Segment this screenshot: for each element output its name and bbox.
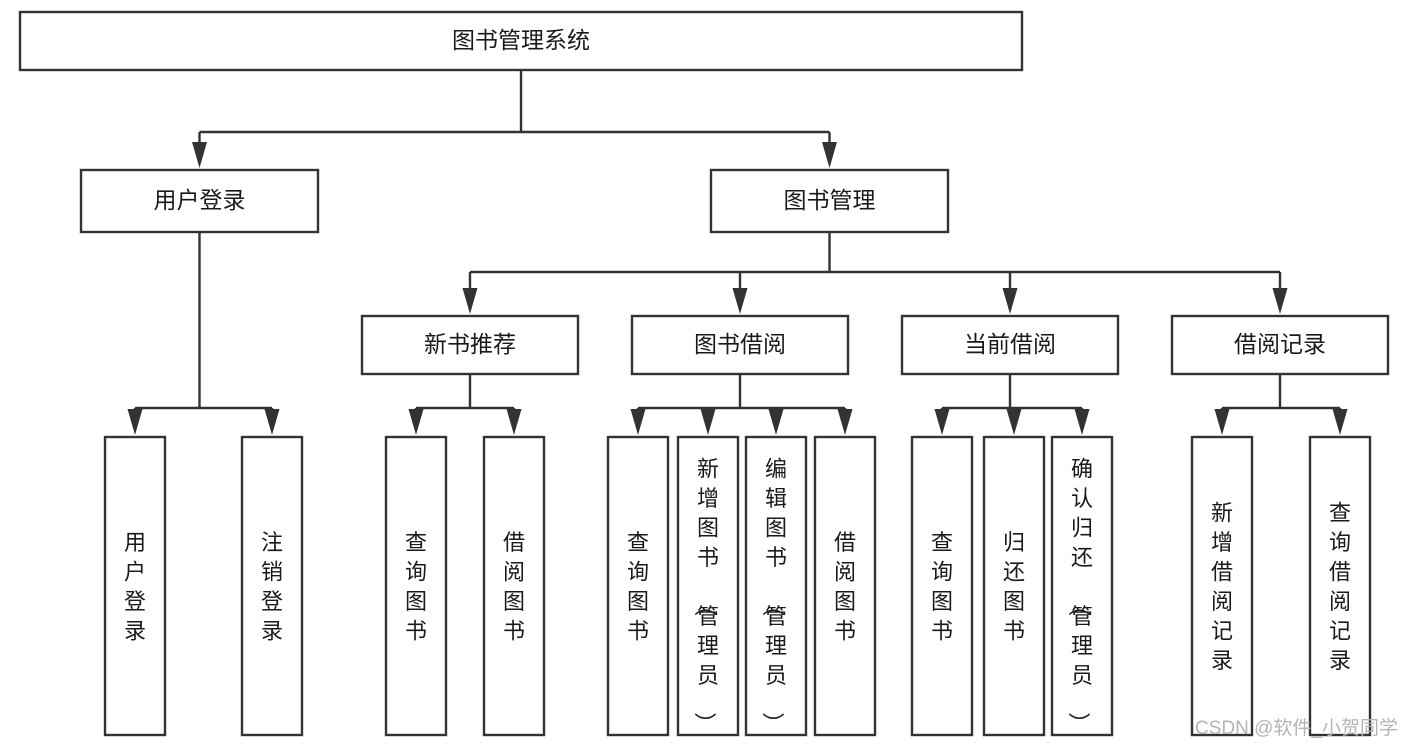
node-label: 当前借阅: [964, 331, 1056, 357]
node-label: 新增图书（管理员）: [692, 456, 719, 734]
node-label: 查询图书: [405, 530, 427, 644]
node-label: 归还图书: [1003, 530, 1025, 644]
node-book-borrow[interactable]: 图书借阅: [630, 314, 850, 376]
node-label: 借阅图书: [834, 530, 856, 644]
node-label: 编辑图书（管理员）: [760, 456, 787, 734]
leaf-node-leaf-borrow-book[interactable]: 借阅图书: [813, 435, 877, 737]
connector-user-login-to-leaves: [127, 232, 280, 435]
watermark-label: CSDN @软件_小贺同学: [1195, 717, 1398, 739]
leaf-node-leaf-return-book[interactable]: 归还图书: [982, 435, 1046, 737]
node-label: 查询图书: [627, 530, 649, 644]
node-borrow-record[interactable]: 借阅记录: [1170, 314, 1390, 376]
connector-borrow-to-leaves: [630, 374, 853, 435]
leaf-node-leaf-confirm-return-admin[interactable]: 确认归还（管理员）: [1050, 435, 1114, 737]
nodes-layer: 图书管理系统用户登录图书管理新书推荐图书借阅当前借阅借阅记录用户登录注销登录查询…: [18, 10, 1390, 737]
node-label: 注销登录: [261, 530, 283, 644]
node-label: 借阅图书: [503, 530, 525, 644]
leaf-node-leaf-query-borrow-record[interactable]: 查询借阅记录: [1308, 435, 1372, 737]
connector-book-manage-to-l2: [462, 232, 1288, 314]
connector-recommend-to-leaves: [408, 374, 522, 435]
node-root[interactable]: 图书管理系统: [18, 10, 1024, 72]
connectors-layer: [127, 70, 1348, 435]
leaf-node-leaf-edit-book-admin[interactable]: 编辑图书（管理员）: [744, 435, 808, 737]
leaf-node-leaf-query-book-current[interactable]: 查询图书: [910, 435, 974, 737]
node-label: 用户登录: [124, 530, 146, 644]
leaf-node-leaf-query-book-recommend[interactable]: 查询图书: [384, 435, 448, 737]
connector-current-to-leaves: [934, 374, 1090, 435]
node-user-login[interactable]: 用户登录: [79, 168, 320, 234]
node-label: 用户登录: [154, 187, 246, 213]
node-label: 借阅记录: [1234, 331, 1326, 357]
node-label: 查询图书: [931, 530, 953, 644]
node-new-book-recommend[interactable]: 新书推荐: [360, 314, 580, 376]
node-label: 图书管理: [784, 187, 876, 213]
node-label: 确认归还（管理员）: [1066, 456, 1093, 734]
node-label: 新书推荐: [424, 331, 516, 357]
node-current-borrow[interactable]: 当前借阅: [900, 314, 1120, 376]
node-book-manage[interactable]: 图书管理: [709, 168, 950, 234]
leaf-node-leaf-logout[interactable]: 注销登录: [240, 435, 304, 737]
node-label: 图书管理系统: [452, 27, 590, 53]
node-label: 图书借阅: [694, 331, 786, 357]
node-label: 查询借阅记录: [1329, 501, 1351, 674]
leaf-node-leaf-user-login[interactable]: 用户登录: [103, 435, 167, 737]
leaf-node-leaf-add-book-admin[interactable]: 新增图书（管理员）: [676, 435, 740, 737]
node-label: 新增借阅记录: [1211, 501, 1233, 674]
leaf-node-leaf-add-borrow-record[interactable]: 新增借阅记录: [1190, 435, 1254, 737]
connector-root-to-l1: [192, 70, 837, 168]
connector-record-to-leaves: [1214, 374, 1348, 435]
leaf-node-leaf-borrow-book-recommend[interactable]: 借阅图书: [482, 435, 546, 737]
leaf-node-leaf-query-book-borrow[interactable]: 查询图书: [606, 435, 670, 737]
